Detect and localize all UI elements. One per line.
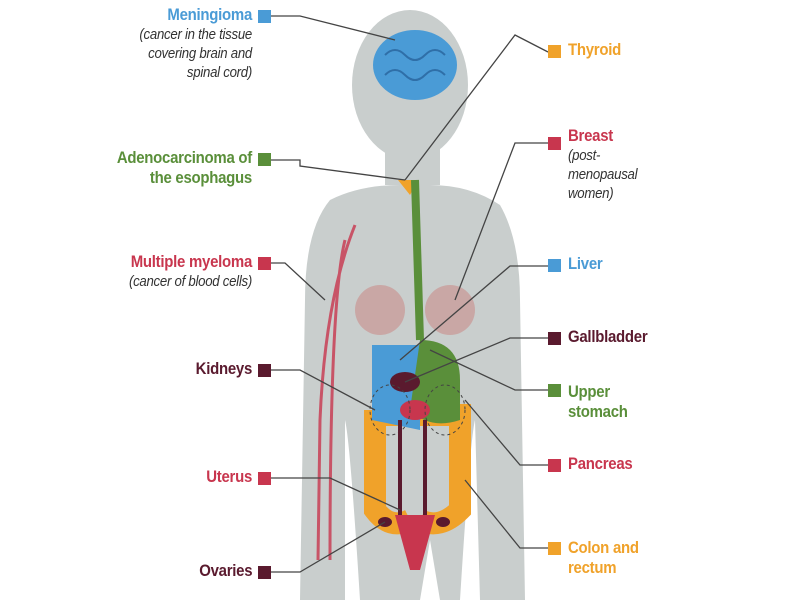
kidney-left (369, 384, 411, 436)
ovaries-marker (258, 566, 271, 579)
label-thyroid: Thyroid (568, 40, 621, 60)
thyroid-marker (548, 45, 561, 58)
meningioma-marker (258, 10, 271, 23)
label-kidneys: Kidneys (195, 359, 253, 379)
label-gallbladder: Gallbladder (568, 327, 648, 347)
brain (373, 30, 457, 100)
label-pancreas: Pancreas (568, 454, 633, 474)
esophagus-title: Adenocarcinoma of the esophagus (116, 148, 252, 187)
meningioma-note: (cancer in the tissue covering brain and… (139, 26, 252, 81)
label-breast: Breast (post-menopausal women) (568, 126, 665, 203)
label-uterus: Uterus (206, 467, 252, 487)
thyroid-title: Thyroid (568, 40, 622, 59)
uterus-marker (258, 472, 271, 485)
label-colon: Colon and rectum (568, 538, 656, 578)
breast-title: Breast (568, 126, 613, 145)
breast-marker (548, 137, 561, 150)
myeloma-title: Multiple myeloma (130, 252, 253, 271)
breast-note: (post-menopausal women) (568, 147, 638, 202)
stomach-marker (548, 384, 561, 397)
kidney-right (424, 384, 466, 436)
label-esophagus: Adenocarcinoma of the esophagus (111, 148, 252, 188)
pancreas-title: Pancreas (568, 454, 633, 473)
gallbladder-title: Gallbladder (568, 327, 648, 346)
colon-marker (548, 542, 561, 555)
arm-blood-vessels (316, 224, 357, 561)
pancreas (400, 400, 430, 420)
myeloma-note: (cancer of blood cells) (128, 273, 252, 290)
kidneys-title: Kidneys (195, 359, 253, 378)
ovaries-title: Ovaries (198, 561, 252, 580)
pancreas-marker (548, 459, 561, 472)
liver-marker (548, 259, 561, 272)
label-stomach: Upper stomach (568, 382, 630, 422)
uterus-title: Uterus (206, 467, 252, 486)
uterus (395, 515, 435, 570)
kidneys-marker (258, 364, 271, 377)
esophagus (411, 179, 424, 341)
gallbladder-marker (548, 332, 561, 345)
liver-title: Liver (568, 254, 603, 273)
leader-lines (270, 15, 549, 573)
myeloma-marker (258, 257, 271, 270)
label-meningioma: Meningioma (cancer in the tissue covering… (41, 5, 252, 82)
label-liver: Liver (568, 254, 603, 274)
stomach-title: Upper stomach (568, 382, 628, 421)
breast-left (355, 285, 405, 335)
meningioma-title: Meningioma (167, 5, 252, 24)
breast-right (425, 285, 475, 335)
label-myeloma: Multiple myeloma (cancer of blood cells) (41, 252, 252, 291)
colon-title: Colon and rectum (568, 538, 639, 577)
esophagus-marker (258, 153, 271, 166)
label-ovaries: Ovaries (199, 561, 252, 581)
